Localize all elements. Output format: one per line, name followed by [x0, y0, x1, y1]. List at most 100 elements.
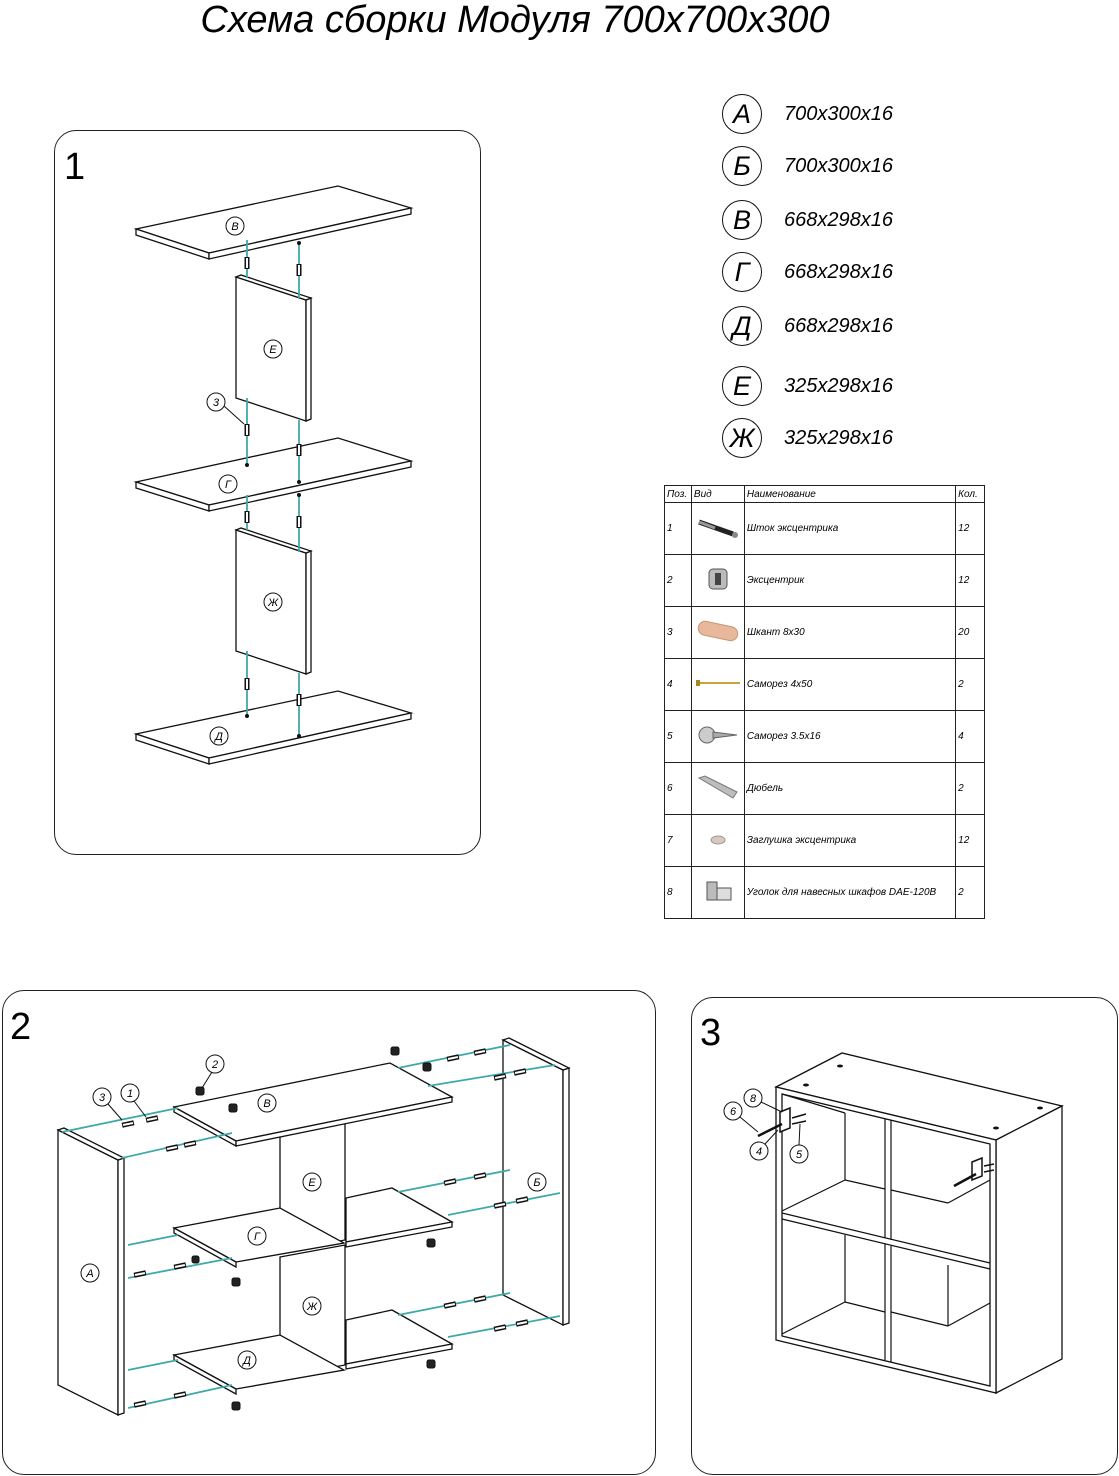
spec-item-b: Б 700x300x16 — [722, 146, 982, 188]
row-pos: 2 — [664, 554, 692, 607]
d1-label-dowel: 3 — [213, 397, 220, 409]
diagram-3 — [774, 1052, 1064, 1395]
d2-label-upper-div: Е — [308, 1177, 316, 1189]
col-header-qty: Кол. — [955, 485, 985, 503]
row-qty: 4 — [955, 710, 985, 763]
spec-letter: Д — [722, 306, 762, 346]
row-pos: 7 — [664, 814, 692, 867]
spec-dimensions: 325x298x16 — [784, 375, 893, 397]
short-screw-icon — [690, 710, 745, 763]
spec-dimensions: 668x298x16 — [784, 261, 893, 283]
d2-label-top: В — [263, 1098, 270, 1110]
d3-label-short-screw: 5 — [796, 1149, 803, 1161]
row-name: Саморез 4х50 — [743, 658, 957, 711]
d3-right-face — [995, 1104, 1063, 1395]
d2-label-lower-div: Ж — [306, 1301, 318, 1313]
eccentric-icon — [690, 554, 745, 607]
spec-letter: Ж — [722, 418, 762, 458]
row-pos: 1 — [664, 502, 692, 555]
hanging-bracket-icon — [690, 866, 745, 919]
diagram-1 — [133, 185, 414, 765]
d3-inner-back — [781, 1093, 991, 1387]
d2-label-dowel: 3 — [99, 1092, 106, 1104]
eccentric-cap-icon — [690, 814, 745, 867]
d1-label-bottom: Д — [213, 731, 223, 743]
d2-label-mid: Г — [254, 1231, 261, 1243]
table-row: 3 Шкант 8х30 20 — [664, 606, 985, 659]
row-pos: 3 — [664, 606, 692, 659]
table-row: 7 Заглушка эксцентрика 12 — [664, 814, 985, 867]
spec-dimensions: 668x298x16 — [784, 209, 893, 231]
spec-dimensions: 668x298x16 — [784, 315, 893, 337]
spec-dimensions: 325x298x16 — [784, 427, 893, 449]
d1-label-mid: Г — [225, 479, 232, 491]
table-row: 6 Дюбель 2 — [664, 762, 985, 815]
row-name: Эксцентрик — [743, 554, 957, 607]
spec-item-v: В 668x298x16 — [722, 200, 982, 242]
spec-item-g: Г 668x298x16 — [722, 252, 982, 294]
panel-step-2 — [2, 990, 656, 1475]
table-row: 5 Саморез 3.5х16 4 — [664, 710, 985, 763]
diagram-2 — [56, 1037, 571, 1417]
spec-letter: В — [722, 200, 762, 240]
row-name: Дюбель — [743, 762, 957, 815]
step-2-number: 2 — [10, 1006, 32, 1048]
row-qty: 12 — [955, 502, 985, 555]
spec-letter: Г — [722, 252, 762, 292]
step-1-number: 1 — [64, 146, 86, 188]
spec-letter: Е — [722, 366, 762, 406]
spec-item-zh: Ж 325x298x16 — [722, 418, 982, 460]
row-name: Заглушка эксцентрика — [743, 814, 957, 867]
d3-label-plug: 6 — [730, 1106, 737, 1118]
row-name: Шкант 8х30 — [743, 606, 957, 659]
panel-step-3 — [691, 997, 1118, 1475]
eccentric-rod-icon — [690, 502, 745, 555]
page-title: Схема сборки Модуля 700х700х300 — [200, 0, 830, 41]
d1-label-top: В — [231, 221, 238, 233]
row-qty: 12 — [955, 554, 985, 607]
panel-step-1 — [54, 130, 481, 855]
d3-label-long-screw: 4 — [756, 1146, 762, 1158]
d2-label-bottom: Д — [241, 1355, 251, 1367]
spec-dimensions: 700x300x16 — [784, 103, 893, 125]
row-name: Саморез 3.5х16 — [743, 710, 957, 763]
long-screw-icon — [690, 658, 745, 711]
d2-label-rod: 1 — [127, 1088, 133, 1100]
table-header-row: Поз. Вид Наименование Кол. — [664, 485, 985, 503]
table-row: 4 Саморез 4х50 2 — [664, 658, 985, 711]
row-pos: 4 — [664, 658, 692, 711]
spec-letter: Б — [722, 146, 762, 186]
col-header-name: Наименование — [743, 485, 957, 503]
row-qty: 2 — [955, 866, 985, 919]
spec-dimensions: 700x300x16 — [784, 155, 893, 177]
dowel-icon — [690, 606, 745, 659]
wall-plug-icon — [690, 762, 745, 815]
col-header-pos: Поз. — [664, 485, 692, 503]
col-header-view: Вид — [690, 485, 745, 503]
row-qty: 20 — [955, 606, 985, 659]
spec-item-e: Е 325x298x16 — [722, 366, 982, 408]
d1-label-upper-side: Е — [269, 344, 277, 356]
d1-label-lower-side: Ж — [267, 597, 279, 609]
spec-letter: А — [722, 94, 762, 134]
spec-item-a: А 700x300x16 — [722, 94, 982, 136]
table-row: 1 Шток эксцентрика 12 — [664, 502, 985, 555]
row-qty: 12 — [955, 814, 985, 867]
row-qty: 2 — [955, 762, 985, 815]
step-3-number: 3 — [700, 1012, 722, 1054]
d2-label-eccentric: 2 — [211, 1059, 218, 1071]
d2-label-left: А — [85, 1268, 93, 1280]
row-pos: 8 — [664, 866, 692, 919]
row-name: Уголок для навесных шкафов DAE-120B — [743, 866, 957, 919]
parts-table: Поз. Вид Наименование Кол. 1 Шток эксцен… — [664, 485, 985, 919]
row-pos: 5 — [664, 710, 692, 763]
spec-item-d: Д 668x298x16 — [722, 306, 982, 348]
d2-label-right: Б — [533, 1177, 540, 1189]
d3-label-bracket: 8 — [750, 1093, 757, 1105]
table-row: 8 Уголок для навесных шкафов DAE-120B 2 — [664, 866, 985, 919]
row-qty: 2 — [955, 658, 985, 711]
table-row: 2 Эксцентрик 12 — [664, 554, 985, 607]
row-pos: 6 — [664, 762, 692, 815]
row-name: Шток эксцентрика — [743, 502, 957, 555]
